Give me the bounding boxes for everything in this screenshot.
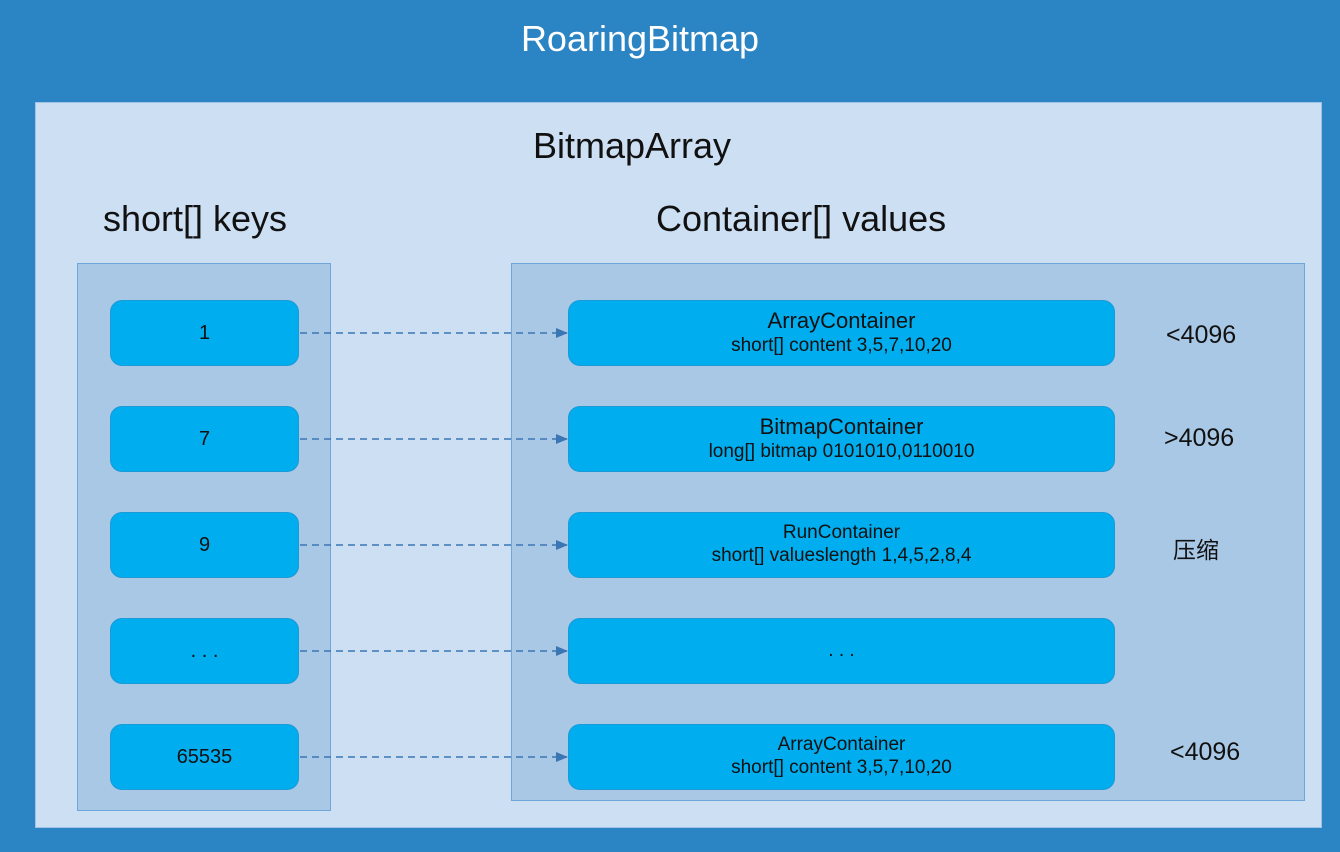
container-content: short[] valueslength 1,4,5,2,8,4 <box>711 545 972 566</box>
key-box: . . . <box>110 618 299 684</box>
key-box: 1 <box>110 300 299 366</box>
container-box: . . . <box>568 618 1115 684</box>
container-name: RunContainer <box>782 522 901 544</box>
roaring-bitmap-title: RoaringBitmap <box>520 18 760 59</box>
container-name: . . . <box>828 639 855 661</box>
key-label: 9 <box>198 533 211 556</box>
container-content: long[] bitmap 0101010,0110010 <box>708 440 975 462</box>
container-box: ArrayContainer short[] content 3,5,7,10,… <box>568 300 1115 366</box>
container-name: ArrayContainer <box>777 734 906 756</box>
container-content: short[] content 3,5,7,10,20 <box>731 757 952 778</box>
key-label: 7 <box>198 427 211 450</box>
keys-column-title: short[] keys <box>103 198 288 239</box>
container-name: ArrayContainer <box>767 308 916 334</box>
key-box: 9 <box>110 512 299 578</box>
bitmap-array-title: BitmapArray <box>532 125 732 166</box>
key-label: 1 <box>198 321 211 344</box>
container-note: <4096 <box>1170 738 1241 766</box>
container-content: short[] content 3,5,7,10,20 <box>731 334 952 356</box>
key-label: 65535 <box>176 745 233 768</box>
container-note: 压缩 <box>1173 537 1219 563</box>
container-box: ArrayContainer short[] content 3,5,7,10,… <box>568 724 1115 790</box>
key-label: . . . <box>190 639 219 662</box>
container-box: RunContainer short[] valueslength 1,4,5,… <box>568 512 1115 578</box>
container-note: >4096 <box>1164 424 1235 452</box>
key-box: 7 <box>110 406 299 472</box>
container-note: <4096 <box>1166 321 1237 349</box>
container-box: BitmapContainer long[] bitmap 0101010,01… <box>568 406 1115 472</box>
values-column-title: Container[] values <box>656 198 947 239</box>
container-name: BitmapContainer <box>759 414 924 440</box>
key-box: 65535 <box>110 724 299 790</box>
